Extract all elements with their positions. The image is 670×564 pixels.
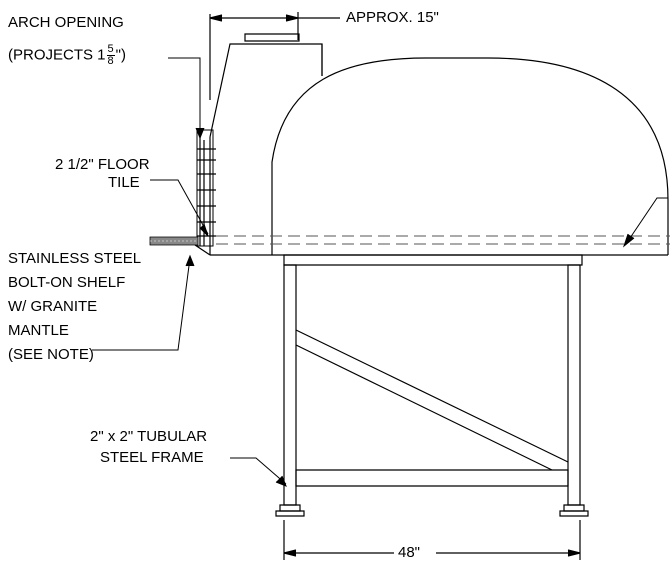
arch-projects-suffix: "): [115, 46, 126, 64]
granite-mantle-shelf: [150, 237, 210, 255]
frame-width-label: 48": [398, 544, 421, 561]
tubular-steel-frame: [276, 255, 588, 516]
floor-tile-label-line1: 2 1/2" FLOOR: [55, 156, 150, 173]
shelf-label-line5: (SEE NOTE): [8, 346, 94, 363]
frame-label-line2: STEEL FRAME: [100, 449, 204, 466]
arch-opening-label: ARCH OPENING: [8, 14, 124, 31]
approx-width-label: APPROX. 15": [346, 9, 439, 26]
floor-tile-label-line2: TILE: [108, 174, 140, 191]
frame-width-dimension: [284, 520, 580, 560]
floor-tile-lines: [216, 236, 670, 244]
oven-dome: [272, 58, 668, 255]
arch-projects-numerator: 5: [106, 43, 115, 56]
shelf-label-line4: MANTLE: [8, 322, 69, 339]
arch-opening-front: [197, 130, 216, 255]
shelf-label-line3: W/ GRANITE: [8, 298, 98, 315]
flue-block: [210, 34, 322, 137]
frame-label-line1: 2" x 2" TUBULAR: [90, 428, 208, 445]
shelf-label-line2: BOLT-ON SHELF: [8, 274, 126, 291]
arch-projects-denominator: 8: [107, 55, 114, 67]
arch-projects-prefix: (PROJECTS 1: [8, 46, 106, 64]
shelf-label-line1: STAINLESS STEEL: [8, 250, 142, 267]
approx-width-dimension: [210, 12, 340, 100]
leader-lines: [92, 58, 668, 486]
